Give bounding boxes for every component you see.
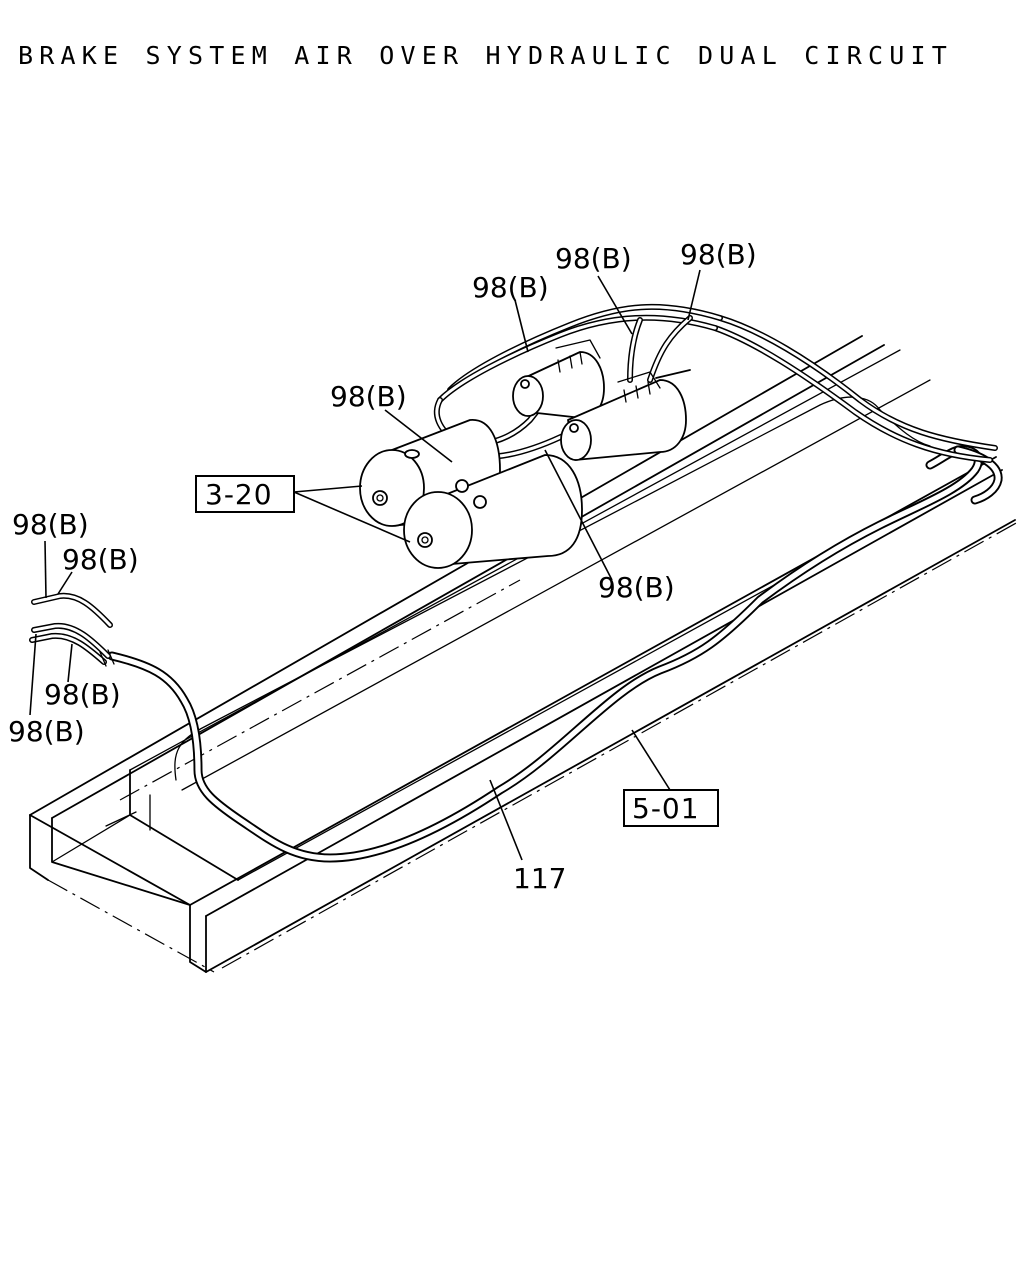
- callout-98b-left-top: 98(B): [12, 508, 89, 541]
- callout-98b-upper-mid: 98(B): [555, 242, 632, 275]
- callout-leaders: [29, 269, 701, 861]
- reference-label-5-01: 5-01: [632, 792, 700, 825]
- reference-box-5-01: 5-01: [623, 789, 719, 827]
- callout-98b-left-third: 98(B): [44, 678, 121, 711]
- brake-chamber-upper: [512, 339, 605, 419]
- callout-117: 117: [513, 862, 566, 895]
- frame-rail: [29, 335, 1019, 973]
- callout-98b-upper-left: 98(B): [472, 271, 549, 304]
- callout-98b-lower-valve: 98(B): [598, 571, 675, 604]
- brake-chamber-lower: [560, 369, 691, 461]
- air-tank-front: [403, 454, 583, 569]
- callout-98b-left-bottom: 98(B): [8, 715, 85, 748]
- callout-98b-tank-fitting: 98(B): [330, 380, 407, 413]
- diagram-title: BRAKE SYSTEM AIR OVER HYDRAULIC DUAL CIR…: [18, 41, 953, 70]
- reference-box-3-20: 3-20: [195, 475, 295, 513]
- callout-98b-left-second: 98(B): [62, 543, 139, 576]
- callout-98b-upper-right: 98(B): [680, 238, 757, 271]
- reference-label-3-20: 3-20: [205, 478, 273, 511]
